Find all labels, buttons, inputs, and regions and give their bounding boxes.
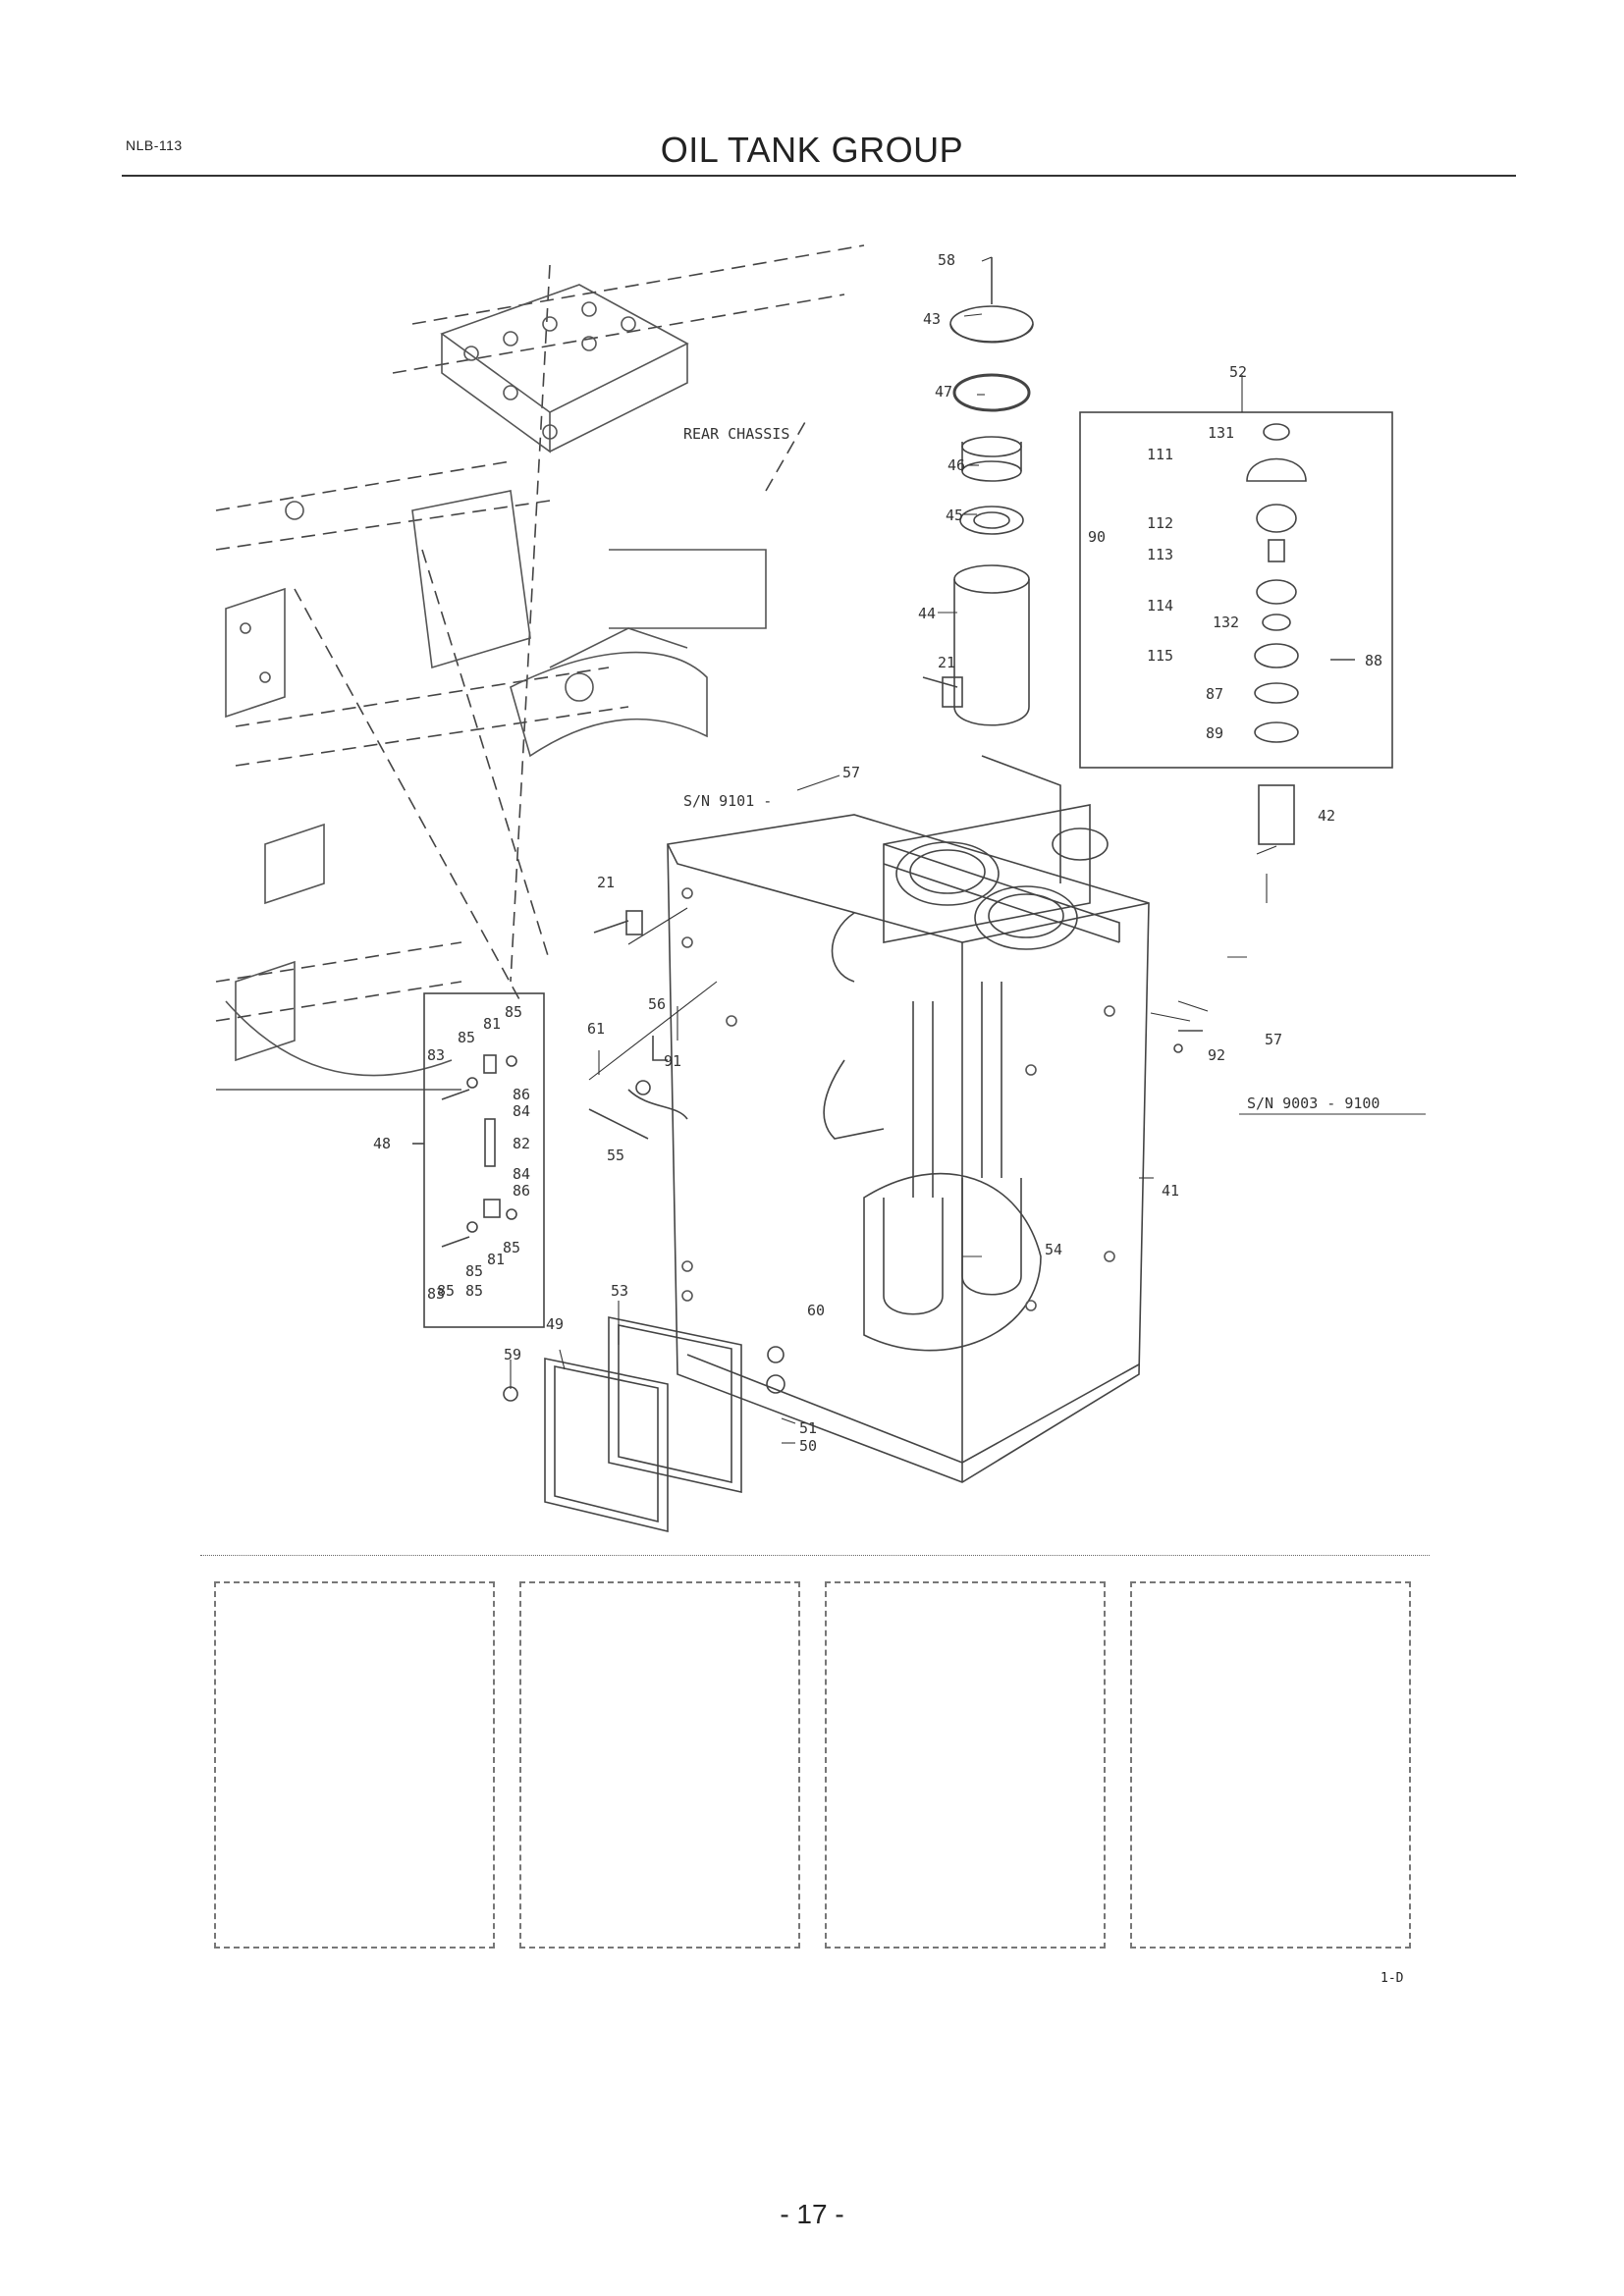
sensor-and-wire	[588, 1036, 688, 1140]
callout-114: 114	[1147, 597, 1173, 614]
note-box-3	[825, 1581, 1106, 1949]
drain-plug-and-bolts	[593, 676, 1203, 1394]
callout-47: 47	[935, 383, 952, 400]
serial-range-top: S/N 9101 -	[683, 792, 772, 810]
callout-61: 61	[587, 1020, 605, 1038]
rear-chassis-frame	[215, 244, 865, 1022]
callout-48: 48	[373, 1135, 391, 1152]
title-underline	[122, 175, 1516, 177]
leader-lines	[510, 256, 1277, 1444]
callout-84-a: 84	[513, 1102, 530, 1120]
callout-53: 53	[611, 1282, 628, 1300]
callout-86-a: 86	[513, 1086, 530, 1103]
tank-surface-dots	[681, 887, 1115, 1311]
callout-56: 56	[648, 995, 666, 1013]
callout-87: 87	[1206, 685, 1223, 703]
callout-86-b: 86	[513, 1182, 530, 1200]
callout-43: 43	[923, 310, 941, 328]
callout-92: 92	[1208, 1046, 1225, 1064]
note-box-4	[1130, 1581, 1411, 1949]
inspection-cover	[503, 1316, 742, 1533]
callout-41: 41	[1162, 1182, 1179, 1200]
callout-132: 132	[1213, 614, 1239, 631]
chassis-body	[216, 284, 767, 1091]
figure-code: 1-D	[1380, 1971, 1404, 1986]
breather-assembly-box	[1079, 411, 1393, 845]
callout-45: 45	[946, 507, 963, 524]
callout-46: 46	[947, 456, 965, 474]
serial-range-right: S/N 9003 - 9100	[1247, 1095, 1380, 1112]
callout-85-c: 85	[503, 1239, 520, 1256]
note-box-2	[519, 1581, 800, 1949]
callout-112: 112	[1147, 514, 1173, 532]
callout-89: 89	[1206, 724, 1223, 742]
callout-51: 51	[799, 1419, 817, 1437]
callout-85-d: 85	[465, 1262, 483, 1280]
callout-60: 60	[807, 1302, 825, 1319]
document-code: NLB-113	[126, 137, 183, 153]
callout-59: 59	[504, 1346, 521, 1363]
chassis-bolt-holes	[240, 301, 636, 702]
note-box-1	[214, 1581, 495, 1949]
callout-85-e: 85	[465, 1282, 483, 1300]
callout-82: 82	[513, 1135, 530, 1152]
callout-111: 111	[1147, 446, 1173, 463]
callout-115: 115	[1147, 647, 1173, 665]
callout-49: 49	[546, 1315, 564, 1333]
page-number: - 17 -	[780, 2199, 844, 2229]
callout-57-right: 57	[1265, 1031, 1282, 1048]
callout-52: 52	[1229, 363, 1247, 381]
callout-21-left: 21	[597, 874, 615, 891]
callout-81-bottom: 81	[487, 1251, 505, 1268]
callout-44: 44	[918, 605, 936, 622]
tank-top-openings	[831, 755, 1109, 983]
callout-88: 88	[1365, 652, 1382, 669]
callout-42: 42	[1318, 807, 1335, 825]
callout-83-top: 83	[427, 1046, 445, 1064]
callout-85-a: 85	[505, 1003, 522, 1021]
callout-90: 90	[1088, 528, 1106, 546]
callout-21-top: 21	[938, 654, 955, 671]
callout-81-top: 81	[483, 1015, 501, 1033]
callout-85-f: 85	[437, 1282, 455, 1300]
callout-91: 91	[664, 1052, 681, 1070]
callout-131: 131	[1208, 424, 1234, 442]
callout-50: 50	[799, 1437, 817, 1455]
fitting-subassembly-box	[412, 992, 545, 1328]
oil-tank-body	[667, 814, 1150, 1483]
callout-58: 58	[938, 251, 955, 269]
callout-54: 54	[1045, 1241, 1062, 1258]
rear-chassis-label: REAR CHASSIS	[683, 425, 789, 443]
callout-113: 113	[1147, 546, 1173, 563]
page-title: OIL TANK GROUP	[660, 130, 964, 170]
diagram-separator	[200, 1555, 1430, 1556]
callout-83-bottom: 83	[427, 1285, 445, 1303]
return-filter-stack	[949, 257, 1034, 726]
callout-55: 55	[607, 1147, 624, 1164]
callout-84-b: 84	[513, 1165, 530, 1183]
callout-57-top: 57	[842, 764, 860, 781]
callout-85-b: 85	[458, 1029, 475, 1046]
